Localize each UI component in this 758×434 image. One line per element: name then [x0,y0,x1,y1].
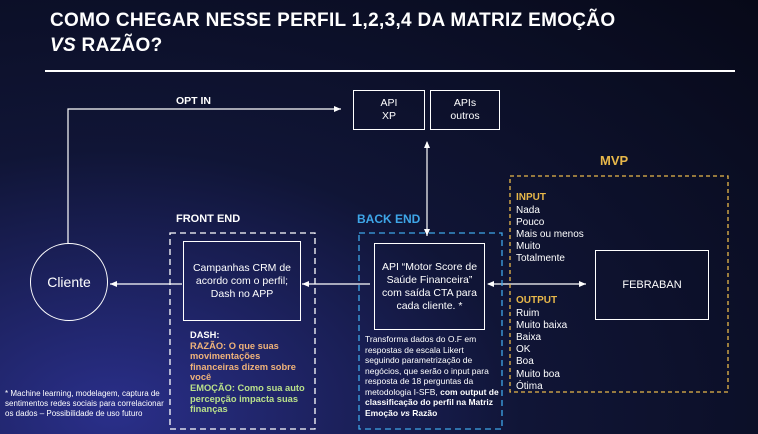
input-list: INPUT Nada Pouco Mais ou menos Muito Tot… [516,192,606,266]
apis-outros-line-1: APIs [453,97,477,109]
front-end-label: FRONT END [176,213,241,225]
mvp-label: MVP [600,153,629,168]
input-label: INPUT [516,192,546,203]
api-xp-box: API XP [353,90,425,130]
title-vs: VS [50,35,76,56]
front-end-frame [169,232,316,430]
output-item: Ruim [516,307,540,319]
cliente-label: Cliente [47,274,91,290]
output-label: OUTPUT [516,295,558,306]
output-list: OUTPUT Ruim Muito baixa Baixa OK Boa Mui… [516,295,606,393]
output-item: Baixa [516,331,542,343]
cliente-node: Cliente [30,243,108,321]
campanhas-text: Campanhas CRM de acordo com o perfil; Da… [192,261,292,300]
input-item: Mais ou menos [516,228,584,240]
input-item: Pouco [516,216,545,228]
apis-outros-line-2: outros [450,110,480,122]
transforma-bold: com output de classificação do perfil na… [365,386,499,418]
api-motor-text: API “Motor Score de Saúde Financeira” co… [381,260,478,312]
input-item: Nada [516,204,540,216]
input-item: Muito [516,241,541,253]
dash-razao: RAZÃO: O que suas movimentações financei… [190,340,296,383]
page-title: COMO CHEGAR NESSE PERFIL 1,2,3,4 DA MATR… [50,8,730,58]
output-item: Ótima [516,380,543,392]
transforma-plain: Transforma dados do O.F em respostas de … [365,334,489,397]
api-xp-line-1: API [380,97,398,109]
back-end-frame [358,232,503,430]
api-xp-line-2: XP [381,110,396,122]
opt-in-line [67,106,341,243]
dash-label: DASH: [190,330,220,340]
output-item: Boa [516,356,534,368]
input-item: Totalmente [516,253,565,265]
opt-in-label: OPT IN [176,95,212,107]
febraban-label: FEBRABAN [622,279,682,291]
campanhas-box: Campanhas CRM de acordo com o perfil; Da… [183,241,301,321]
title-underline [45,70,735,72]
output-item: OK [516,344,531,356]
transforma-text: Transforma dados do O.F em respostas de … [365,334,499,418]
back-end-label: BACK END [357,212,421,226]
output-item: Muito boa [516,368,560,380]
api-motor-box: API “Motor Score de Saúde Financeira” co… [374,243,485,330]
transforma-vs: vs [400,407,410,418]
dash-emocao: EMOÇÃO: Como sua auto percepção impacta … [190,382,305,415]
mvp-frame [509,175,729,393]
febraban-box: FEBRABAN [595,250,709,320]
footnote: * Machine learning, modelagem, captura d… [5,389,164,418]
title-line-1: COMO CHEGAR NESSE PERFIL 1,2,3,4 DA MATR… [50,10,616,31]
apis-outros-box: APIs outros [430,90,500,130]
transforma-bold-end: Razão [412,407,438,418]
title-line-2: RAZÃO? [81,35,163,56]
output-item: Muito baixa [516,319,568,331]
dash-block: DASH: RAZÃO: O que suas movimentações fi… [190,330,308,415]
